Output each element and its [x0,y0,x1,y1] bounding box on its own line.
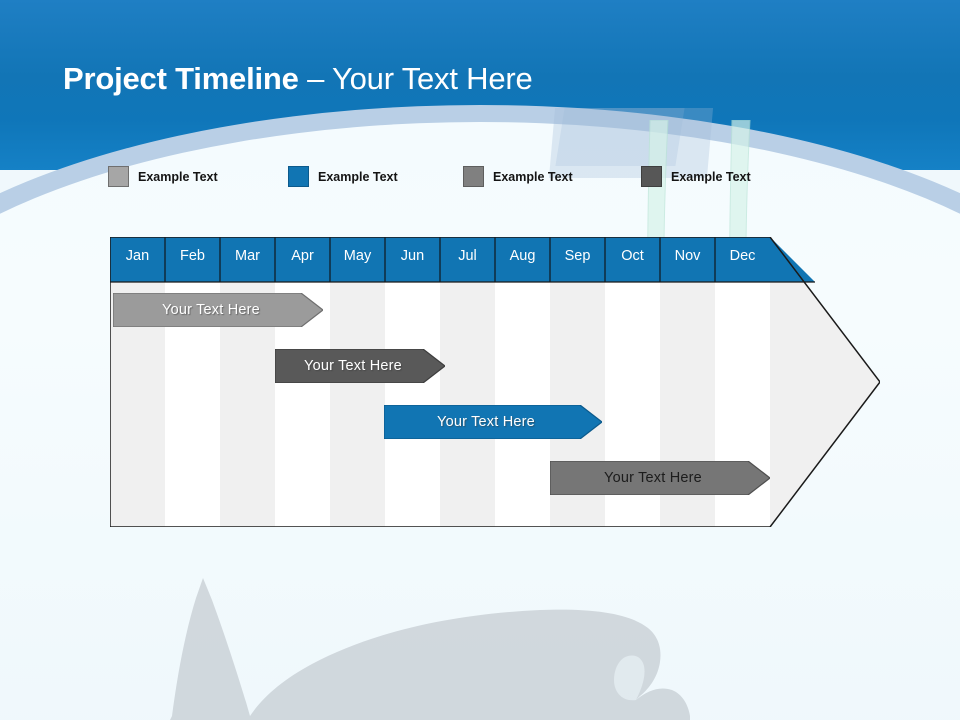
month-header-feb[interactable]: Feb [180,248,205,264]
task-bar-1[interactable]: Your Text Here [113,293,323,327]
task-bar-2[interactable]: Your Text Here [275,349,445,383]
legend-item-label: Example Text [138,169,218,184]
legend-swatch-icon [641,166,662,187]
task-bar-label: Your Text Here [162,302,260,318]
month-header-aug[interactable]: Aug [509,248,536,264]
task-bar-label: Your Text Here [304,358,402,374]
month-header-jul[interactable]: Jul [458,248,477,264]
timeline-chart: Jan Feb Mar Apr May Jun Jul Aug Sep Oct Nov Dec You… [110,237,880,527]
month-header-mar[interactable]: Mar [235,248,260,264]
month-header-may[interactable]: May [343,248,372,264]
month-header-sep[interactable]: Sep [564,248,591,264]
task-bar-shape [113,293,323,327]
month-header-apr[interactable]: Apr [291,248,314,264]
task-bar-3[interactable]: Your Text Here [384,405,602,439]
legend: Example Text Example Text Example Text E… [108,166,828,196]
legend-item-label: Example Text [671,169,751,184]
page-title: Project Timeline – Your Text Here [63,57,533,101]
title-strong: Project Timeline [63,61,299,96]
legend-item-label: Example Text [493,169,573,184]
task-bar-label: Your Text Here [437,414,535,430]
decorative-ribbon-overlay [555,108,685,166]
legend-swatch-icon [108,166,129,187]
month-header-dec[interactable]: Dec [729,248,756,264]
month-header-nov[interactable]: Nov [674,248,701,264]
month-header-jan[interactable]: Jan [125,248,150,264]
legend-item-4[interactable]: Example Text [641,166,751,187]
legend-item-1[interactable]: Example Text [108,166,218,187]
legend-item-label: Example Text [318,169,398,184]
month-header-oct[interactable]: Oct [621,248,644,264]
legend-item-3[interactable]: Example Text [463,166,573,187]
task-bar-label: Your Text Here [604,470,702,486]
task-bar-shape [384,405,602,439]
month-header-jun[interactable]: Jun [400,248,425,264]
legend-swatch-icon [288,166,309,187]
legend-item-2[interactable]: Example Text [288,166,398,187]
task-bar-4[interactable]: Your Text Here [550,461,770,495]
legend-swatch-icon [463,166,484,187]
task-bar-shape [550,461,770,495]
title-light: – Your Text Here [298,61,533,96]
task-bar-shape [275,349,445,383]
